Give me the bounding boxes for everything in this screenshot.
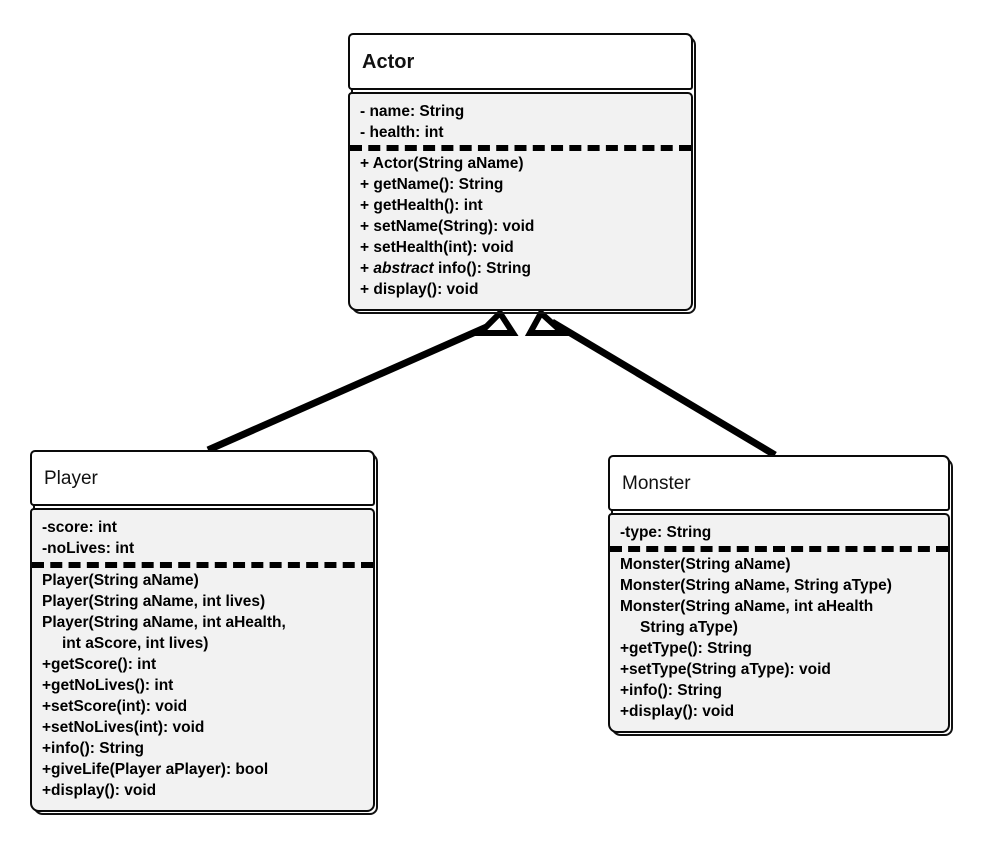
method-row: +display(): void [42,782,157,799]
class-title-monster: Monster [608,455,950,511]
method-signature: info(): String [433,260,531,277]
hollow-triangle-arrowhead-monster [524,308,571,336]
method-row-continuation: int aScore, int lives) [62,635,209,652]
method-row-continuation: String aType) [640,619,738,636]
abstract-keyword: abstract [373,260,434,277]
class-box-actor[interactable]: Actor - name: String - health: int + Act… [348,33,696,314]
method-row: Monster(String aName) [620,556,791,573]
compartment-separator [350,145,691,151]
method-row: +getType(): String [620,640,752,657]
class-body-actor: - name: String - health: int + Actor(Str… [348,92,693,311]
method-row: +info(): String [42,740,145,757]
method-row: Player(String aName) [42,572,199,589]
attribute-row: - health: int [360,124,444,141]
class-box-player[interactable]: Player -score: int -noLives: int Player(… [30,450,378,815]
method-row: + setName(String): void [360,218,535,235]
method-row: + display(): void [360,281,479,298]
method-row: + setHealth(int): void [360,239,514,256]
method-row: +giveLife(Player aPlayer): bool [42,761,269,778]
attribute-row: -type: String [620,524,712,541]
class-name-player: Player [44,467,98,489]
method-row: +setType(String aType): void [620,661,831,678]
class-body-monster: -type: String Monster(String aName) Mons… [608,513,950,733]
class-name-monster: Monster [622,472,691,494]
compartment-separator [32,562,373,568]
generalization-monster-to-actor [524,308,777,459]
attribute-row: -score: int [42,519,117,536]
hollow-triangle-arrowhead-player [472,308,519,336]
method-row-abstract-info: + abstract info(): String [360,258,681,279]
class-name-actor: Actor [362,50,415,73]
class-body-player: -score: int -noLives: int Player(String … [30,508,375,812]
method-row: + Actor(String aName) [360,155,524,172]
class-title-player: Player [30,450,375,506]
method-row: +setScore(int): void [42,698,188,715]
class-box-monster[interactable]: Monster -type: String Monster(String aNa… [608,455,953,736]
method-row: Player(String aName, int lives) [42,593,266,610]
class-title-actor: Actor [348,33,693,90]
generalization-player-to-actor [206,308,519,454]
method-prefix: + [360,260,374,277]
method-row: +setNoLives(int): void [42,719,205,736]
method-row: +getNoLives(): int [42,677,174,694]
method-row: Monster(String aName, String aType) [620,577,892,594]
compartment-separator [610,546,948,552]
attribute-row: - name: String [360,103,465,120]
method-row: + getHealth(): int [360,197,483,214]
method-row: Player(String aName, int aHealth, [42,614,286,631]
attribute-row: -noLives: int [42,540,135,557]
method-row: Monster(String aName, int aHealth [620,598,874,615]
method-row: +info(): String [620,682,723,699]
method-row: +getScore(): int [42,656,157,673]
method-row: +display(): void [620,703,735,720]
method-row: + getName(): String [360,176,504,193]
